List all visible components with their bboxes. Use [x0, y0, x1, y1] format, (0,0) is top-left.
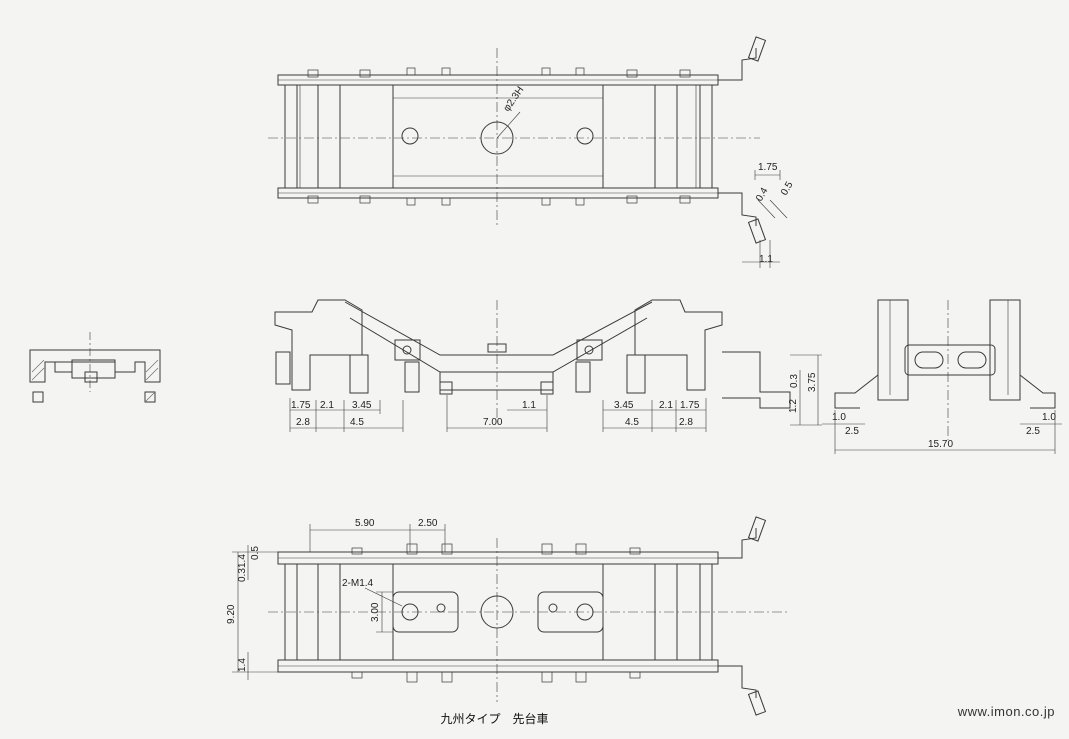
end-dim-e1: 1.0 — [832, 412, 846, 423]
side-dim-h1: 0.3 — [789, 374, 800, 388]
thread-callout: 2-M1.4 — [342, 578, 374, 589]
bottom-dim-height: 9.20 — [226, 604, 237, 624]
side-dim-a4: 2.8 — [296, 417, 310, 428]
side-dim-b1: 3.45 — [614, 400, 634, 411]
bottom-dim-f2: 2.50 — [418, 518, 438, 529]
end-dim-e3: 1.0 — [1042, 412, 1056, 423]
bottom-dim-f1: 5.90 — [355, 518, 375, 529]
bottom-dim-f3: 0.5 — [250, 546, 261, 560]
section-view — [29, 332, 161, 403]
drawing-caption: 九州タイプ 先台車 — [0, 710, 1069, 727]
website-url: www.imon.co.jp — [957, 704, 1055, 719]
bottom-view-frame — [232, 516, 790, 716]
side-dim-c2: 1.1 — [522, 400, 536, 411]
side-dim-h2: 3.75 — [807, 372, 818, 392]
top-dim-d3: 0.5 — [779, 180, 796, 198]
side-dim-h3: 1.2 — [788, 399, 799, 413]
top-dim-d4: 1.1 — [759, 254, 773, 265]
side-dim-a3: 3.45 — [352, 400, 372, 411]
end-dim-e4: 2.5 — [1026, 426, 1040, 437]
side-dim-b2: 2.1 — [659, 400, 673, 411]
bottom-dim-f4: 1.4 — [237, 554, 248, 568]
top-dim-d1: 1.75 — [758, 162, 778, 173]
end-dim-e2: 2.5 — [845, 426, 859, 437]
bottom-dim-f6: 3.00 — [370, 602, 381, 622]
bottom-dim-f5: 0.3 — [237, 568, 248, 582]
side-dim-b5: 2.8 — [679, 417, 693, 428]
side-dim-center: 7.00 — [483, 417, 503, 428]
side-dim-b3: 1.75 — [680, 400, 700, 411]
side-dim-a2: 2.1 — [320, 400, 334, 411]
hole-dim-label: φ2.3H — [501, 85, 526, 114]
top-dim-d2: 0.4 — [754, 186, 771, 204]
bottom-dim-f7: 1.4 — [237, 658, 248, 672]
top-view-frame — [268, 36, 788, 268]
caption-text: 九州タイプ 先台車 — [440, 712, 549, 726]
side-view-frame — [274, 299, 822, 432]
side-dim-a5: 4.5 — [350, 417, 364, 428]
side-dim-a1: 1.75 — [291, 400, 311, 411]
side-dim-b4: 4.5 — [625, 417, 639, 428]
end-view-frame — [822, 299, 1062, 454]
end-dim-width: 15.70 — [928, 439, 953, 450]
